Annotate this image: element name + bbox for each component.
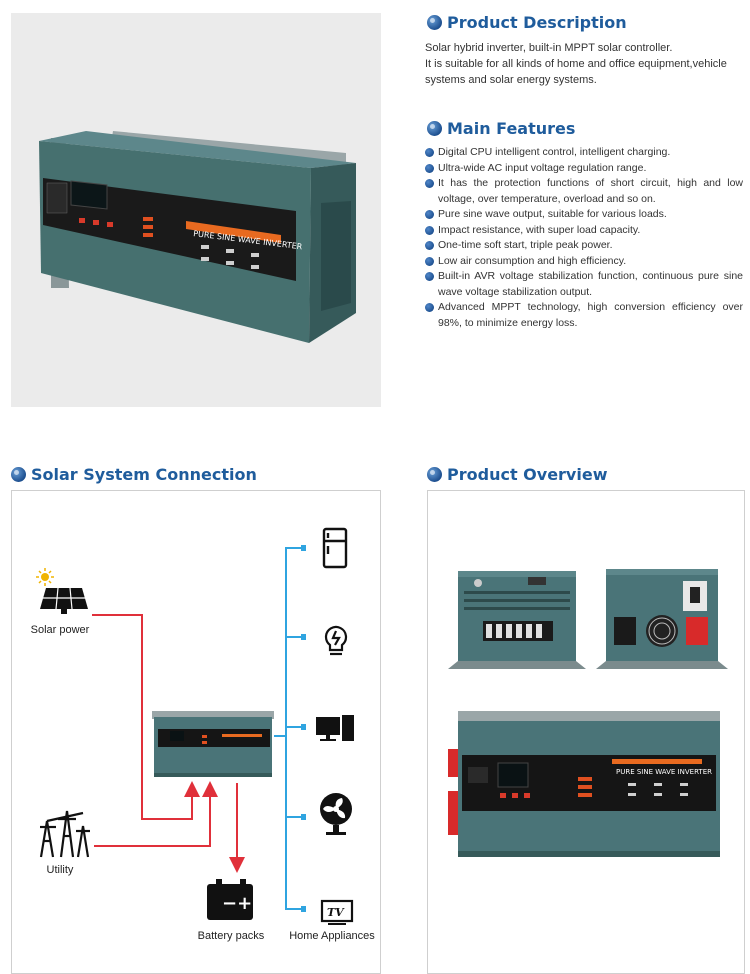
- home-appliances-label: Home Appliances: [289, 930, 375, 942]
- bullet-icon: [425, 272, 434, 281]
- bullet-icon: [425, 241, 434, 250]
- bullet-globe-icon: [11, 467, 26, 482]
- tv-text: TV: [327, 906, 345, 919]
- feature-item: Ultra-wide AC input voltage regulation r…: [425, 161, 743, 177]
- product-overview-heading: Product Overview: [427, 465, 607, 484]
- bullet-globe-icon: [427, 15, 442, 30]
- solar-power-label: Solar power: [30, 624, 90, 636]
- bullet-icon: [425, 210, 434, 219]
- bullet-icon: [425, 163, 434, 173]
- inverter-product-photo: PURE SINE WAVE INVERTER: [39, 131, 356, 343]
- description-line: Solar hybrid inverter, built-in MPPT sol…: [425, 42, 673, 54]
- battery-icon: −+: [207, 879, 253, 920]
- refrigerator-icon: [322, 527, 348, 569]
- description-line: It is suitable for all kinds of home and…: [425, 58, 727, 70]
- features-list: Digital CPU intelligent control, intelli…: [425, 145, 743, 331]
- description-line: systems and solar energy systems.: [425, 74, 597, 86]
- bullet-globe-icon: [427, 467, 442, 482]
- product-overview-photos: PURE SINE WAVE INVERTER: [448, 569, 728, 857]
- tv-icon: TV: [320, 899, 354, 925]
- feature-item: Advanced MPPT technology, high conversio…: [425, 300, 743, 331]
- bullet-icon: [425, 179, 434, 188]
- solar-power-line: [92, 614, 200, 820]
- main-features-heading: Main Features: [427, 119, 575, 138]
- feature-item: It has the protection functions of short…: [425, 176, 743, 207]
- solar-connection-heading: Solar System Connection: [11, 465, 257, 484]
- inverter-icon: [152, 711, 274, 777]
- fan-icon: [320, 793, 352, 835]
- product-description-heading: Product Description: [427, 13, 627, 32]
- feature-item: Pure sine wave output, suitable for vari…: [425, 207, 743, 223]
- inverter-front-view: PURE SINE WAVE INVERTER: [448, 711, 720, 857]
- product-image-panel: PURE SINE WAVE INVERTER: [11, 13, 381, 407]
- computer-icon: [316, 715, 354, 741]
- front-brand-text: PURE SINE WAVE INVERTER: [616, 768, 712, 776]
- feature-item: Digital CPU intelligent control, intelli…: [425, 145, 743, 161]
- bullet-icon: [425, 303, 434, 312]
- inverter-side-view-fan: [596, 569, 728, 669]
- utility-line: [94, 781, 218, 847]
- solar-panel-icon: [36, 568, 88, 614]
- connection-diagram-frame: −+ TV Solar power Utility Battery packs: [11, 490, 381, 974]
- svg-text:−+: −+: [222, 893, 252, 914]
- product-overview-frame: PURE SINE WAVE INVERTER: [427, 490, 745, 974]
- feature-item: Impact resistance, with super load capac…: [425, 223, 743, 239]
- feature-item: One-time soft start, triple peak power.: [425, 238, 743, 254]
- product-description-text: Solar hybrid inverter, built-in MPPT sol…: [425, 40, 745, 88]
- utility-label: Utility: [46, 864, 74, 876]
- feature-item: Built-in AVR voltage stabilization funct…: [425, 269, 743, 300]
- feature-item: Low air consumption and high efficiency.: [425, 254, 743, 270]
- lightbulb-icon: [324, 625, 348, 656]
- bullet-icon: [425, 256, 434, 266]
- inverter-side-view-terminals: [448, 571, 586, 669]
- bullet-globe-icon: [427, 121, 442, 136]
- bullet-icon: [425, 148, 434, 157]
- battery-packs-label: Battery packs: [197, 930, 265, 942]
- appliance-bus-line: [274, 547, 304, 737]
- utility-tower-icon: [39, 810, 90, 858]
- connection-diagram: −+ TV: [36, 527, 354, 925]
- bullet-icon: [425, 225, 434, 235]
